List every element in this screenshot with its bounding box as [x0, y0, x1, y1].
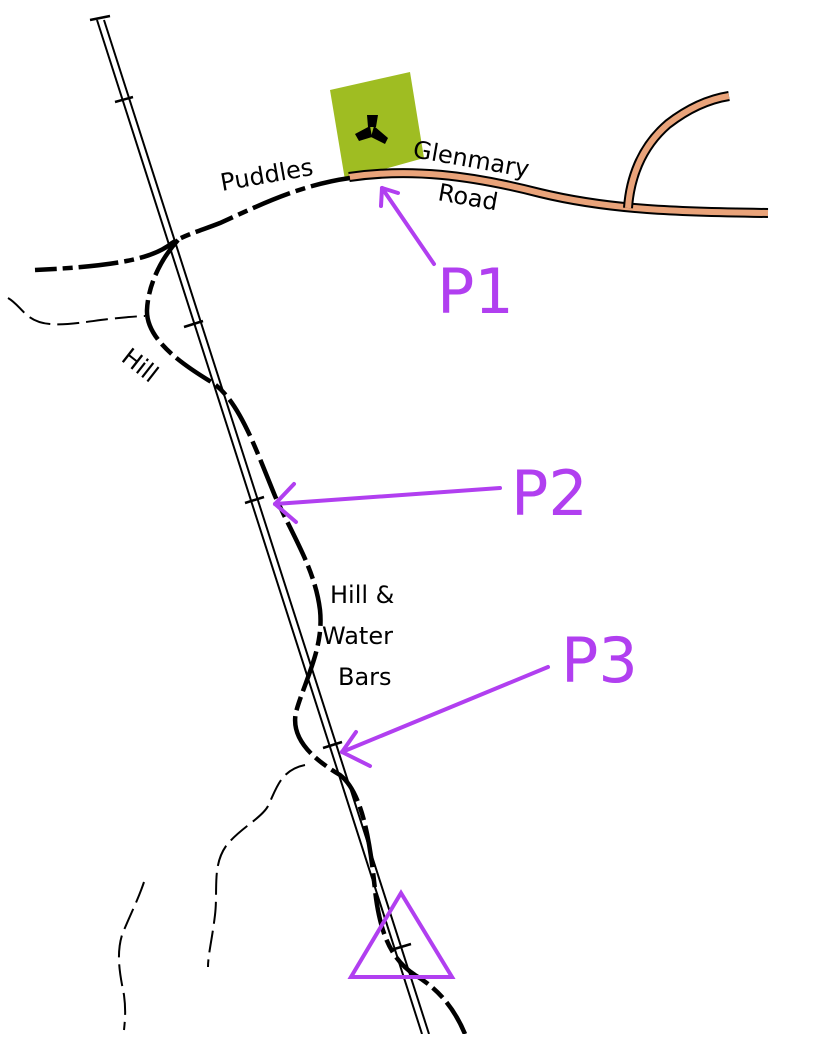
park-area: [330, 72, 424, 180]
railway-line: [89, 14, 430, 1035]
p3-arrow: [340, 665, 550, 768]
triangle-icon: [347, 889, 456, 979]
hill-water-label-line2: Water: [322, 622, 393, 650]
trail-main: [144, 238, 468, 1035]
tri-blade-icon: [355, 115, 388, 144]
glenmary-road: [348, 91, 769, 218]
trail-puddles: [34, 175, 351, 273]
minor-path-west: [7, 297, 146, 326]
minor-path-south-a: [207, 764, 306, 968]
annotation-arrows: [273, 186, 550, 768]
hill-label: Hill: [116, 343, 163, 388]
main-trail: [34, 175, 468, 1035]
p2-label: P2: [511, 457, 588, 530]
p1-label: P1: [437, 255, 514, 328]
p3-label: P3: [561, 624, 638, 697]
p1-arrow: [379, 186, 436, 266]
minor-paths: [7, 297, 306, 1031]
hill-water-label-line1: Hill &: [330, 581, 394, 609]
hill-water-label-line3: Bars: [338, 663, 392, 691]
p2-arrow: [273, 482, 502, 524]
railway-ticks: [89, 14, 412, 952]
minor-path-south-b: [117, 881, 145, 1031]
